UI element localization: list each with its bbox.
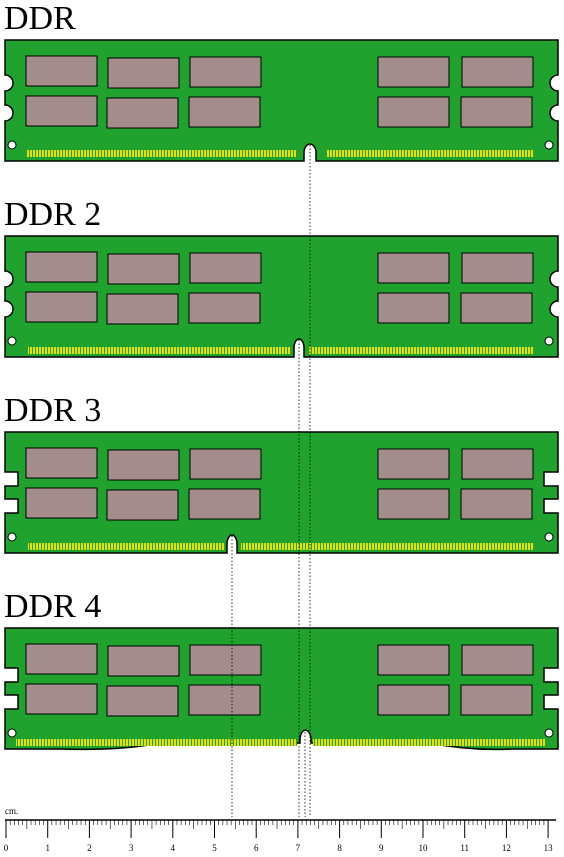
- chip: [25, 55, 98, 87]
- ruler-label: 7: [296, 843, 301, 853]
- chip: [25, 683, 98, 715]
- ddr-hole-right: [544, 140, 554, 150]
- ruler-label: 3: [129, 843, 134, 853]
- ddr2-pins-left: [28, 347, 290, 354]
- chip: [461, 252, 534, 284]
- ddr4-chips: [25, 643, 534, 717]
- chip: [188, 488, 261, 520]
- ruler-label: 12: [502, 843, 511, 853]
- ruler-label: 9: [379, 843, 384, 853]
- ruler-label: 8: [337, 843, 342, 853]
- chip: [107, 253, 180, 285]
- chip: [189, 252, 262, 284]
- ddr4-module: [4, 627, 559, 751]
- chip: [189, 56, 262, 88]
- chip: [188, 292, 261, 324]
- ruler-label: 2: [87, 843, 92, 853]
- chip: [461, 56, 534, 88]
- ddr3-module: [4, 431, 559, 554]
- chip: [188, 684, 261, 716]
- ruler-label: 4: [171, 843, 176, 853]
- chip: [106, 685, 179, 717]
- module-title-ddr4: DDR 4: [4, 588, 102, 625]
- ruler-ticks: [5, 820, 549, 838]
- ddr3-pins-left: [28, 543, 224, 550]
- chip: [377, 96, 450, 128]
- ddr2-chips: [25, 251, 534, 325]
- ruler-label: 13: [544, 843, 554, 853]
- chip: [107, 57, 180, 89]
- chip: [377, 292, 450, 324]
- ddr2-hole-left: [7, 336, 17, 346]
- chip: [106, 293, 179, 325]
- chip: [189, 644, 262, 676]
- ruler-label: 11: [460, 843, 469, 853]
- chip: [25, 487, 98, 519]
- ddr4-pins-right: [313, 739, 546, 746]
- chip: [25, 95, 98, 127]
- chip: [189, 448, 262, 480]
- chip: [461, 644, 534, 676]
- module-title-ddr: DDR: [4, 0, 76, 37]
- key-alignment-lines: [231, 145, 311, 817]
- ddr3-chips: [25, 447, 534, 521]
- ruler-label: 10: [419, 843, 429, 853]
- chip: [377, 684, 450, 716]
- ruler-unit: cm.: [5, 806, 18, 816]
- ddr-chips: [25, 55, 534, 129]
- chip: [188, 96, 261, 128]
- ddr4-pins-left: [16, 739, 297, 746]
- chip: [107, 645, 180, 677]
- chip: [377, 644, 450, 676]
- chip: [460, 96, 533, 128]
- module-title-ddr2: DDR 2: [4, 196, 102, 233]
- ddr2-module: [4, 235, 559, 358]
- ddr2-hole-right: [544, 336, 554, 346]
- ruler-label: 5: [212, 843, 217, 853]
- ddr-hole-left: [7, 140, 17, 150]
- ddr-module: [4, 39, 559, 162]
- chip: [25, 643, 98, 675]
- chip: [377, 252, 450, 284]
- ddr-pins-right: [326, 150, 533, 157]
- chip: [106, 489, 179, 521]
- chip: [107, 449, 180, 481]
- ruler-label: 0: [4, 843, 9, 853]
- chip: [25, 251, 98, 283]
- chip: [377, 488, 450, 520]
- chip: [377, 56, 450, 88]
- ruler-label: 1: [45, 843, 50, 853]
- ruler-label: 6: [254, 843, 259, 853]
- chip: [106, 97, 179, 129]
- ddr4-hole-right: [544, 728, 554, 738]
- ddr-pins-left: [26, 150, 296, 157]
- ddr4-hole-left: [7, 728, 17, 738]
- ddr3-hole-right: [544, 532, 554, 542]
- ddr2-pins-right: [308, 347, 533, 354]
- chip: [460, 684, 533, 716]
- chip: [25, 291, 98, 323]
- chip: [25, 447, 98, 479]
- chip: [461, 448, 534, 480]
- chip: [460, 292, 533, 324]
- ddr3-pins-right: [241, 543, 533, 550]
- chip: [460, 488, 533, 520]
- module-title-ddr3: DDR 3: [4, 392, 102, 429]
- ddr3-hole-left: [7, 532, 17, 542]
- chip: [377, 448, 450, 480]
